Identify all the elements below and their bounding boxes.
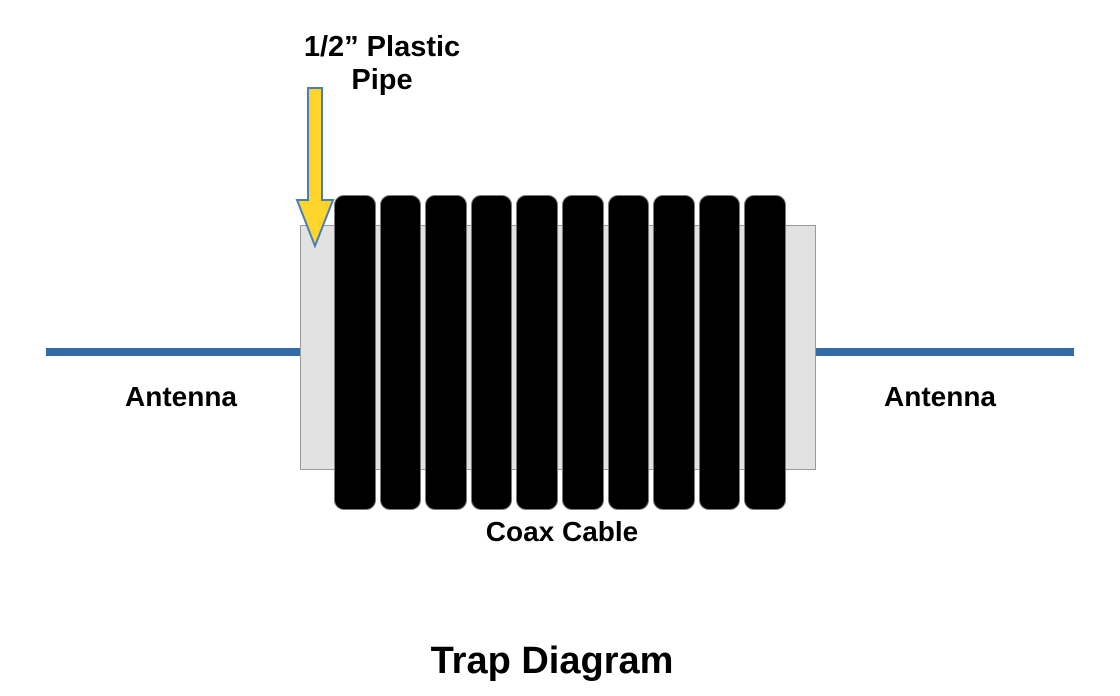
coax-coil — [334, 195, 786, 510]
coil-turn — [653, 195, 695, 510]
antenna-wire-left — [46, 348, 303, 356]
pipe-label: 1/2” Plastic Pipe — [262, 31, 502, 97]
diagram-title: Trap Diagram — [430, 640, 674, 682]
coil-turn — [744, 195, 786, 510]
antenna-label-right: Antenna — [884, 381, 996, 412]
coil-turn — [425, 195, 467, 510]
antenna-label-left: Antenna — [125, 381, 237, 412]
down-arrow-shape — [295, 87, 335, 249]
coil-turn — [607, 195, 650, 510]
coil-turn — [379, 195, 422, 510]
pipe-label-line2: Pipe — [351, 64, 413, 96]
coil-turn — [470, 195, 513, 510]
antenna-wire-right — [816, 348, 1074, 356]
pipe-label-line1: 1/2” Plastic — [303, 31, 461, 63]
coax-cable-label: Coax Cable — [485, 516, 639, 547]
coil-turn — [561, 195, 604, 510]
coil-turn — [516, 195, 558, 510]
coil-turn — [698, 195, 741, 510]
down-arrow-icon — [295, 87, 335, 249]
coil-turn — [334, 195, 376, 510]
